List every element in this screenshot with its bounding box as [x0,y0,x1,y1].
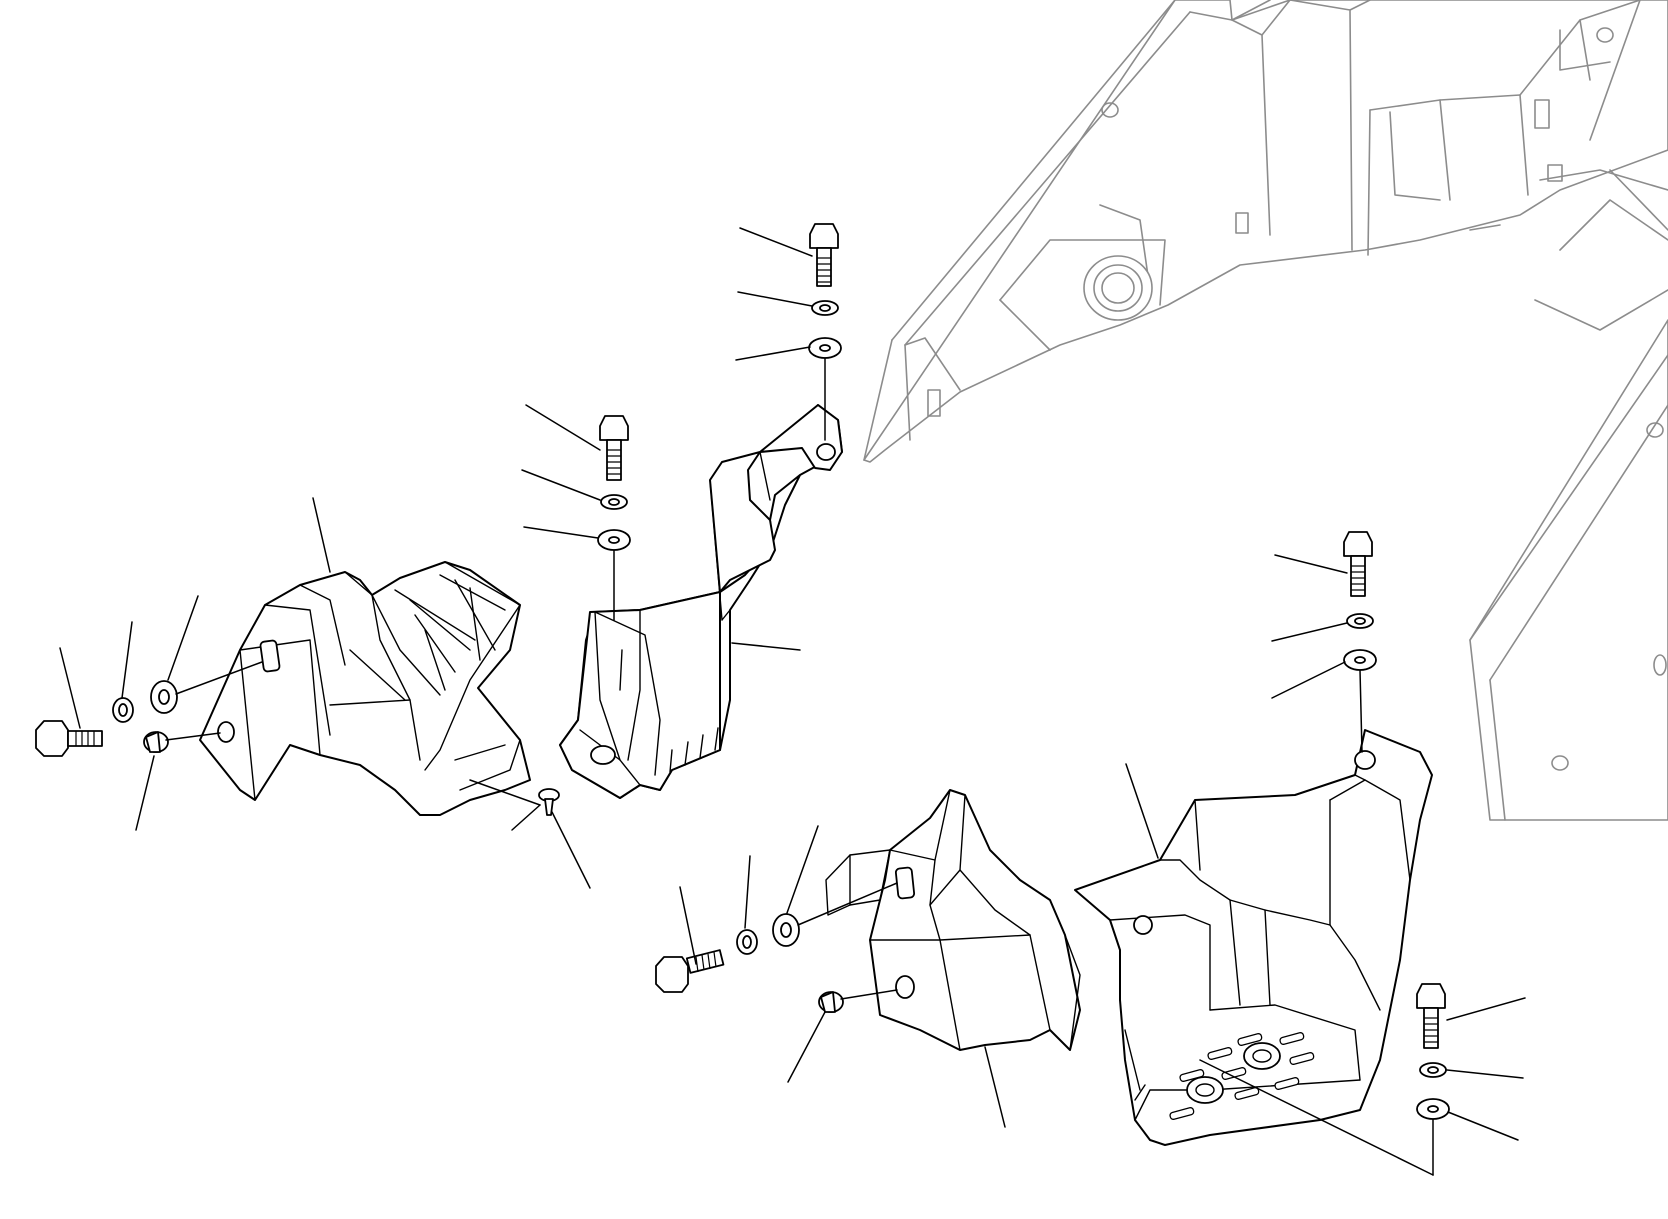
bolt [35,720,103,757]
lock-washer [600,494,628,510]
bolt [655,949,725,993]
flat-washer [772,913,800,947]
lock-washer [112,697,134,723]
lock-washer [736,929,758,955]
lock-washer [1346,613,1374,629]
center-duct [559,404,843,799]
flat-washer [1343,649,1377,671]
push-rivet [538,788,560,816]
rubber-plug [818,991,844,1013]
flat-washer [597,529,631,551]
rubber-plug [143,731,169,753]
flat-washer [808,337,842,359]
bolt [1343,531,1373,597]
frame [863,0,1668,821]
lock-washer [1419,1062,1447,1078]
right-step [1074,729,1433,1146]
bolt [1416,983,1446,1049]
right-front-cover [825,789,1081,1051]
bolt [599,415,629,481]
flat-washer [150,680,178,714]
bolt [809,223,839,287]
flat-washer [1416,1098,1450,1120]
callout-leaders [59,227,1526,1176]
left-front-cover [199,561,531,816]
lock-washer [811,300,839,316]
